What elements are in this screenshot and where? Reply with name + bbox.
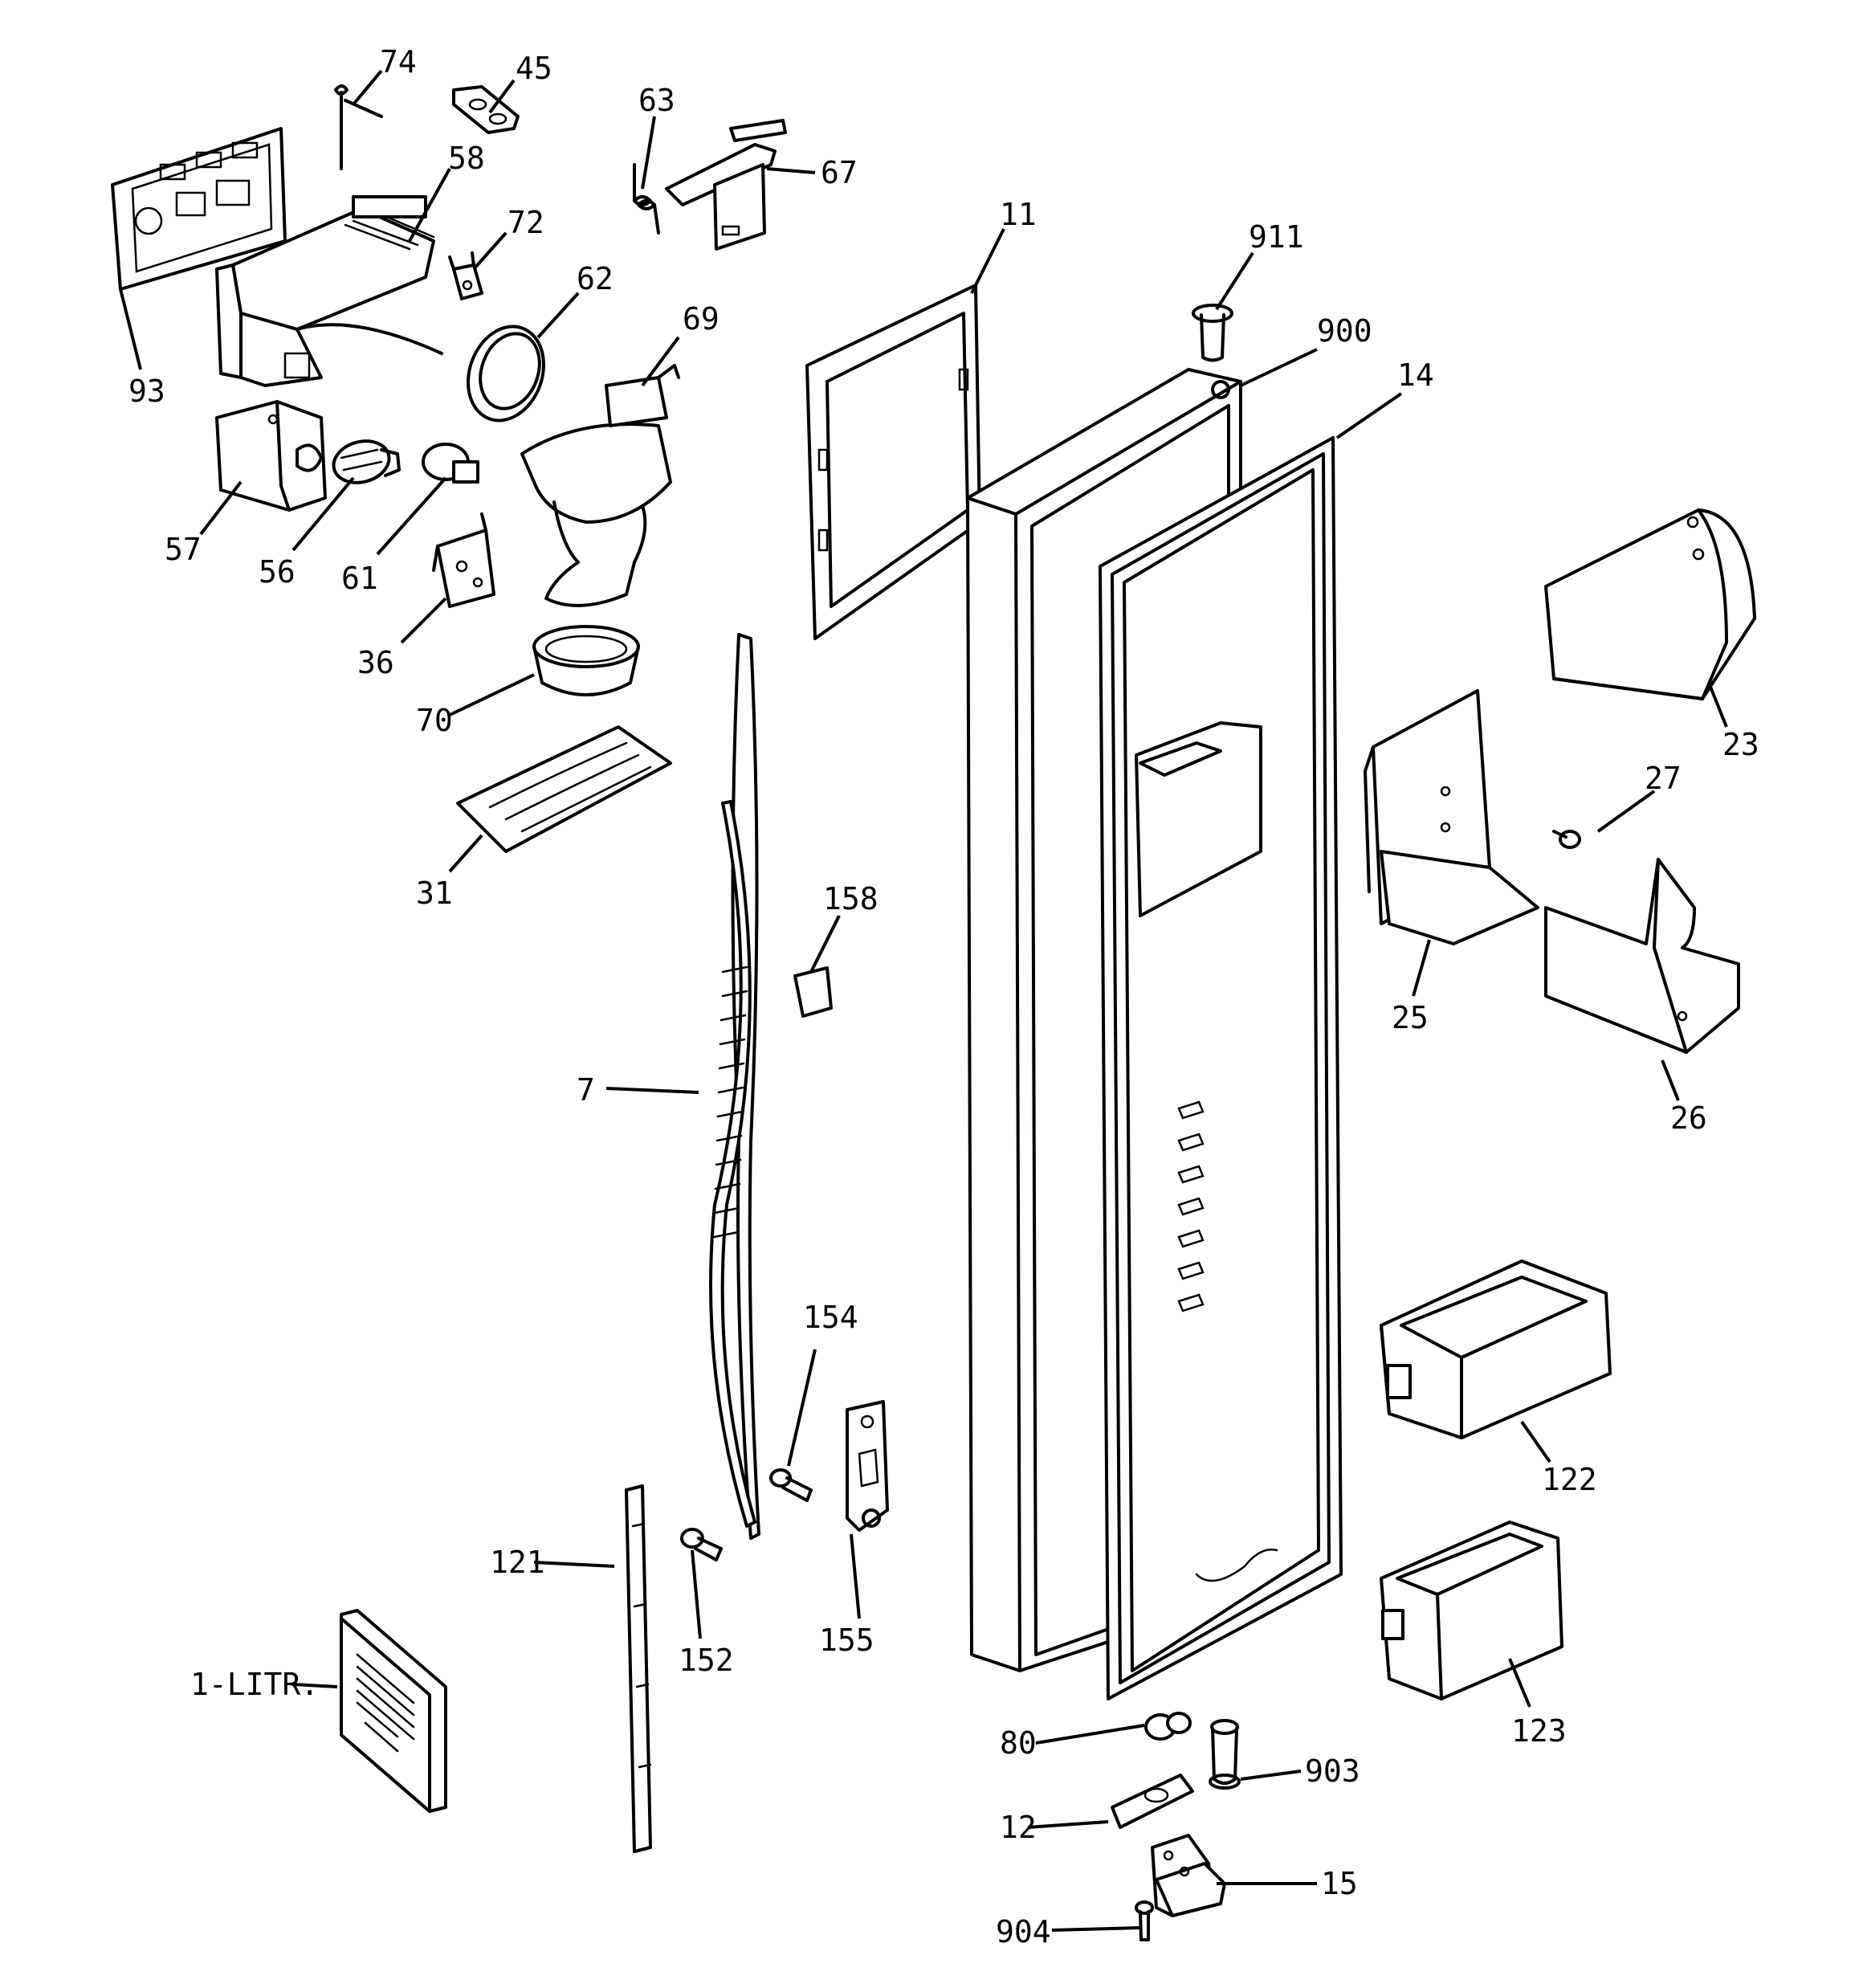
callout-154: 154 [803,1300,858,1335]
callout-11: 11 [1000,197,1037,232]
part-61-coupler [422,443,479,484]
callout-26: 26 [1670,1100,1707,1136]
callout-70: 70 [416,703,453,738]
callout-72: 72 [508,205,544,240]
part-62-ring [466,325,546,423]
callout-25: 25 [1392,1000,1429,1035]
part-70-cup [532,625,640,696]
callout-155: 155 [819,1623,874,1658]
callout-7: 7 [577,1072,595,1108]
callout-27: 27 [1645,761,1682,796]
callout-74: 74 [380,44,417,80]
leader-lines [119,69,1728,1932]
callout-903: 903 [1305,1753,1360,1789]
callout-57: 57 [165,532,202,567]
part-31-drip-tray [456,725,672,853]
callout-63: 63 [638,83,675,118]
callout-1-litr: 1-LITR. [190,1667,319,1702]
part-93-control-board [111,127,287,291]
callout-61: 61 [341,561,378,596]
part-122-bin [1380,1259,1612,1439]
callout-14: 14 [1397,357,1434,393]
part-121-trim-strip [625,1484,652,1853]
callout-121: 121 [490,1545,545,1580]
callout-36: 36 [357,645,394,680]
callout-904: 904 [996,1914,1051,1949]
part-154-screw [769,1468,813,1502]
callout-122: 122 [1542,1462,1597,1497]
part-74-spring [334,84,383,170]
part-903-bushing [1209,1719,1241,1790]
callout-152: 152 [679,1643,734,1678]
part-23-bin-cover [1544,508,1756,700]
part-152-screw [680,1528,723,1561]
part-11-inner-panel [805,284,981,640]
part-12-hinge-plate [1111,1774,1194,1829]
callout-31: 31 [416,876,453,911]
part-56-motor [332,439,401,484]
part-26-bin [1544,858,1740,1054]
part-158-clip [793,966,833,1018]
part-27-screw [1552,830,1581,849]
callout-158: 158 [823,881,879,916]
callout-62: 62 [577,261,614,296]
part-25-bin [1364,689,1539,945]
part-58-dispenser-housing [215,195,443,387]
callout-80: 80 [1000,1725,1037,1761]
callout-45: 45 [516,51,552,86]
callout-15: 15 [1321,1866,1358,1901]
callout-123: 123 [1511,1713,1567,1749]
part-1-litr-literature [340,1609,447,1813]
part-36-bracket [432,512,495,608]
callout-93: 93 [128,374,165,409]
part-63-spring [633,163,660,235]
part-69-auger-funnel [520,364,680,607]
callout-56: 56 [259,554,296,590]
callout-69: 69 [683,301,720,337]
part-7-handle-trim [709,633,760,1540]
part-911-bushing [1192,304,1233,362]
callout-23: 23 [1722,727,1759,762]
part-57-motor-cover [215,400,327,512]
part-72-switch [448,251,483,300]
part-123-bin [1380,1521,1563,1700]
callout-67: 67 [821,155,858,190]
callout-911: 911 [1249,219,1304,255]
part-80-plug [1144,1712,1192,1741]
callout-900: 900 [1317,313,1372,349]
callout-58: 58 [448,141,485,176]
part-67-lever [665,119,787,251]
part-155-hinge [846,1400,889,1532]
part-15-bottom-hinge [1151,1834,1226,1917]
part-14-gasket [1099,436,1343,1700]
part-904-screw [1135,1900,1154,1941]
callout-12: 12 [1000,1810,1037,1845]
part-45-bracket [452,85,520,134]
callout-labels: 74 45 63 67 58 72 11 911 62 69 900 14 93… [128,44,1759,1949]
